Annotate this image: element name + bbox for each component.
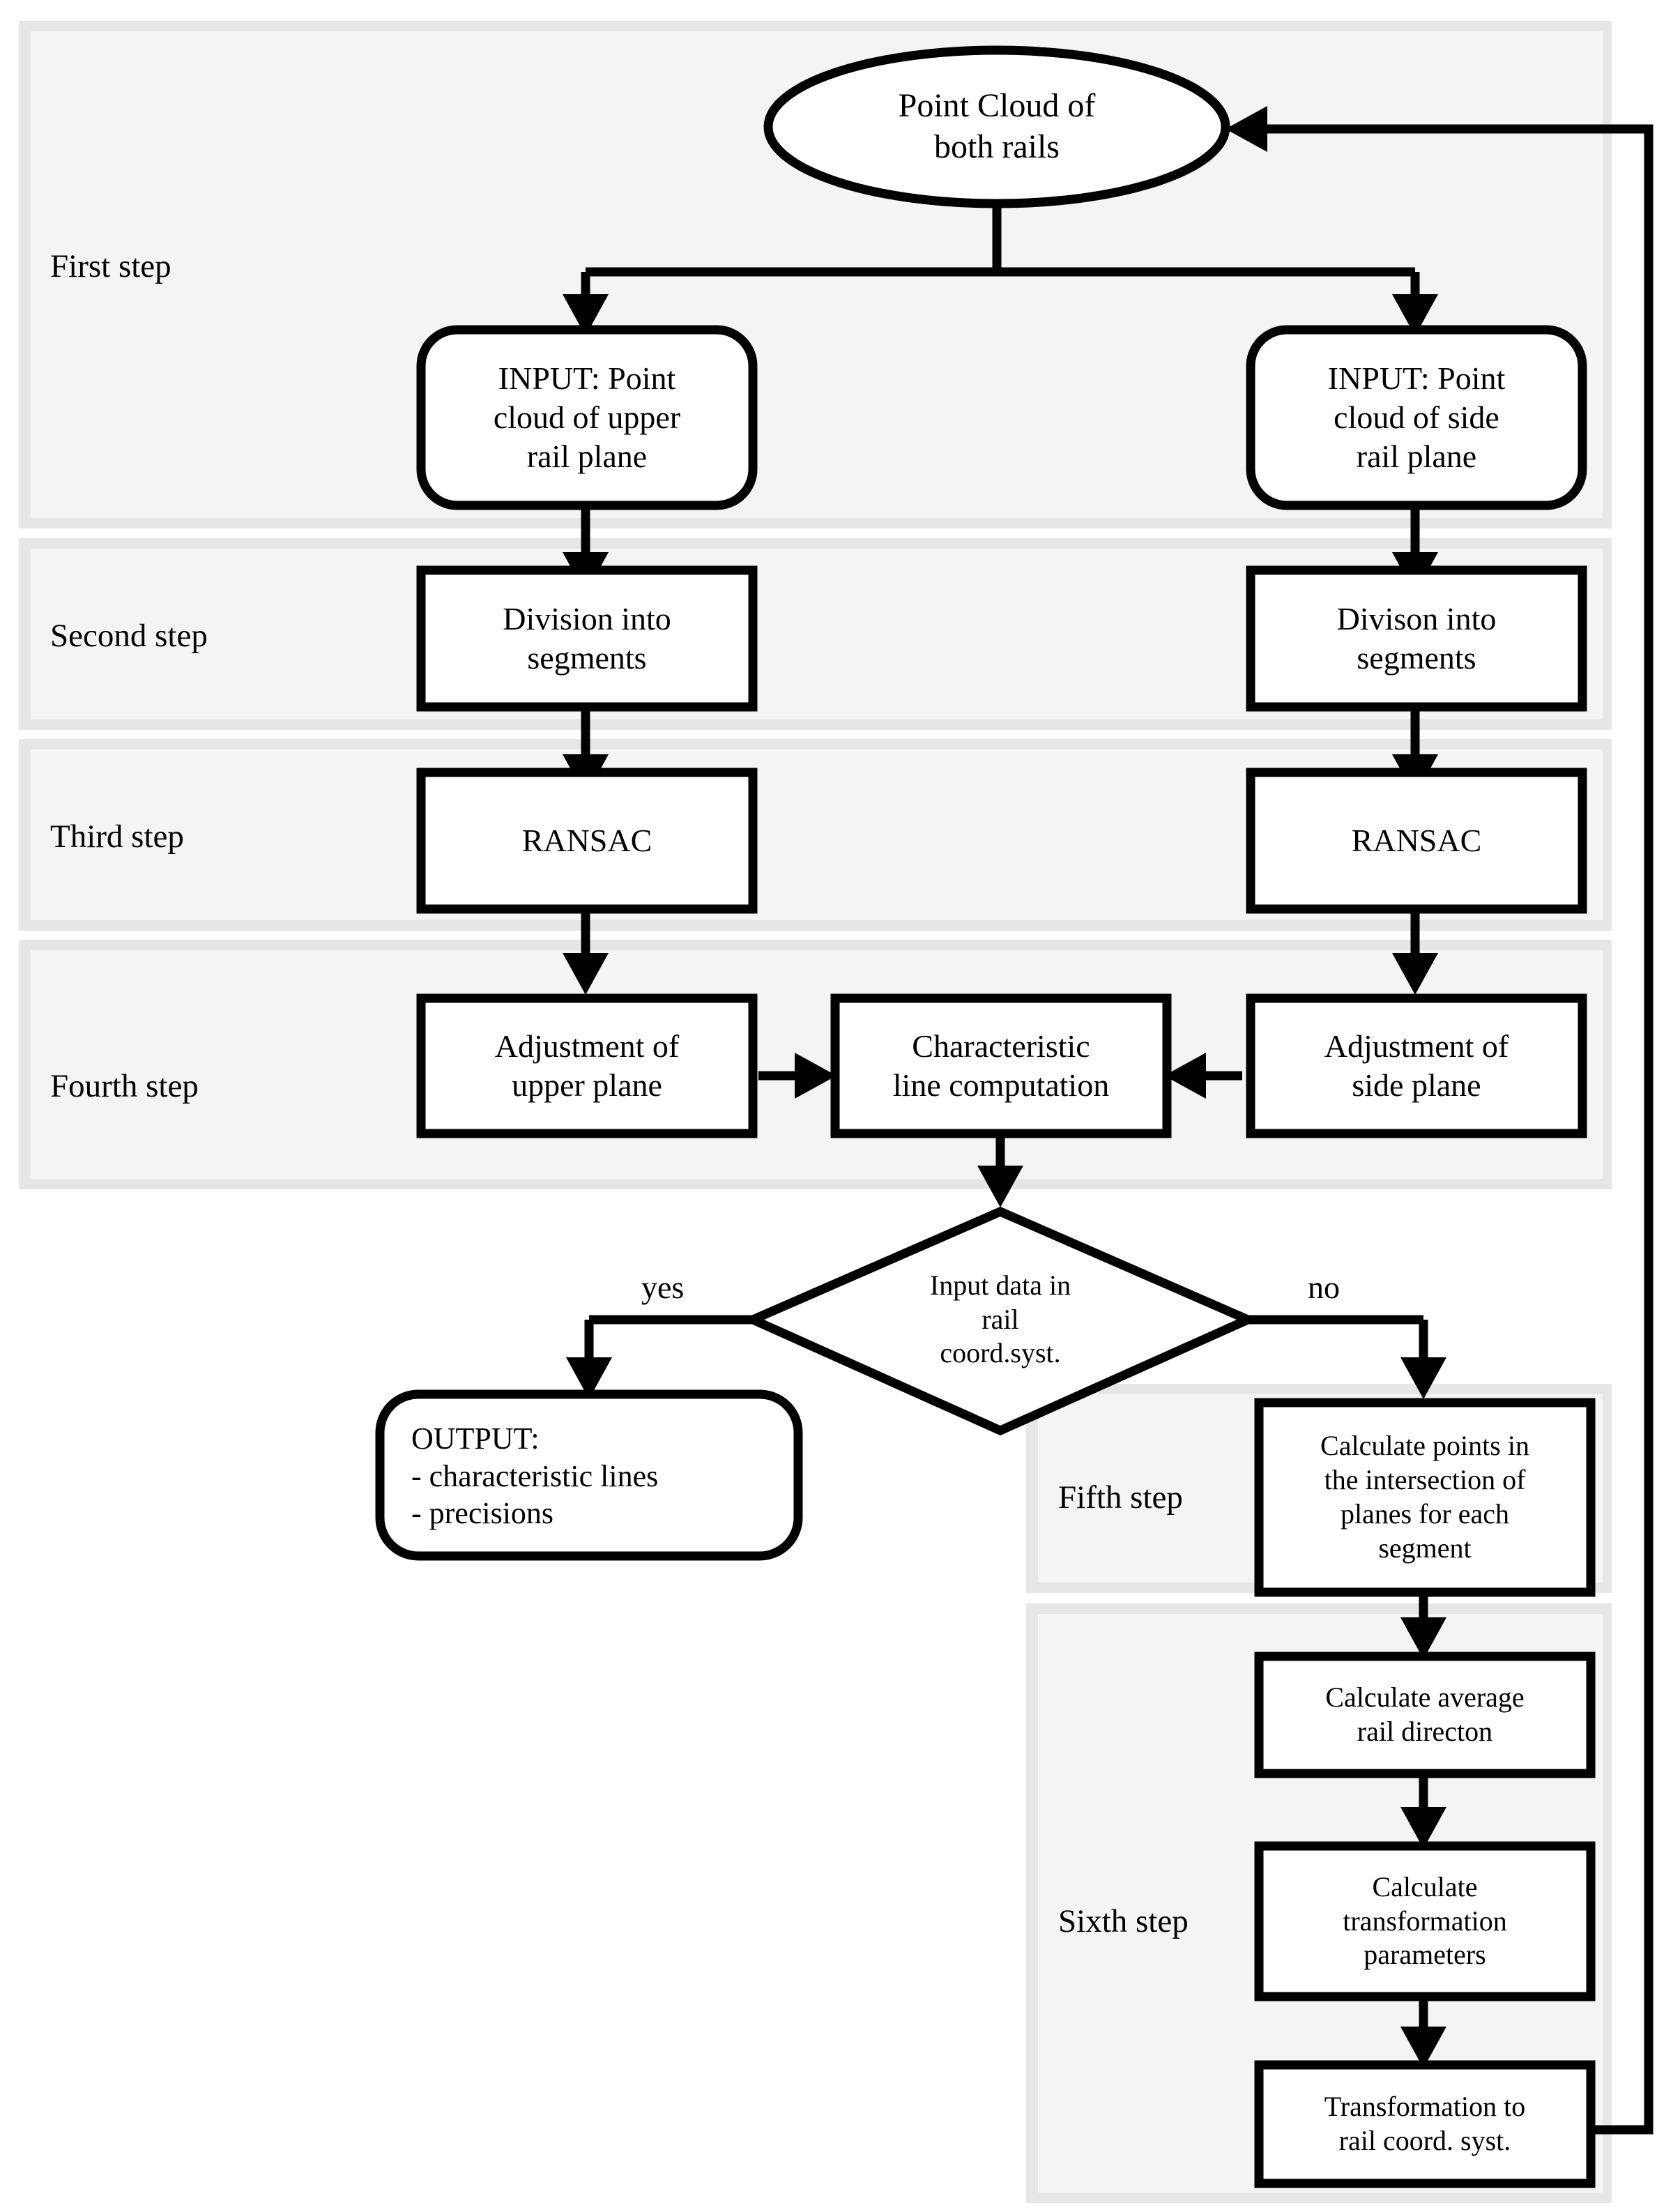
edge-calcavgdir-calctransform [1400, 1774, 1446, 1849]
edge-decision-calcpoints-no [1246, 1315, 1446, 1399]
edge-start-split [563, 195, 1438, 336]
node-input-upper[interactable] [416, 325, 758, 510]
node-input-side[interactable] [1246, 325, 1587, 510]
edge-ransacupper-adjustupper [563, 911, 609, 995]
node-calc-points[interactable] [1254, 1398, 1596, 1597]
step-label-fifth: Fifth step [1058, 1479, 1183, 1516]
edge-adjustside-charline [1164, 1053, 1242, 1099]
edge-ransacside-adjustside [1392, 911, 1438, 995]
node-ransac-upper[interactable] [416, 768, 758, 914]
node-adjust-side[interactable] [1246, 993, 1587, 1138]
step-label-fourth: Fourth step [50, 1068, 199, 1104]
node-output[interactable] [375, 1389, 803, 1561]
edge-decision-output-yes [566, 1315, 755, 1399]
node-decision[interactable] [741, 1206, 1260, 1436]
step-label-sixth: Sixth step [1058, 1903, 1189, 1939]
edge-calctransform-transformtorail [1400, 1998, 1446, 2068]
node-calc-transform[interactable] [1254, 1841, 1596, 2001]
node-division-side[interactable] [1246, 565, 1587, 712]
node-division-upper[interactable] [416, 565, 758, 712]
edge-label-yes: yes [641, 1269, 685, 1305]
node-calc-avg-dir[interactable] [1254, 1652, 1596, 1778]
node-start[interactable] [763, 45, 1230, 208]
step-label-first: First step [50, 248, 171, 284]
step-label-second: Second step [50, 618, 208, 654]
node-adjust-upper[interactable] [416, 993, 758, 1138]
node-ransac-side[interactable] [1246, 768, 1587, 914]
edge-feedback-loop [1225, 106, 1654, 2135]
edge-label-no: no [1308, 1269, 1340, 1305]
node-transform-to-rail[interactable] [1254, 2060, 1596, 2188]
node-char-line[interactable] [830, 993, 1172, 1138]
edge-calcpoints-calcavgdir [1400, 1593, 1446, 1659]
edge-adjustupper-charline [758, 1053, 837, 1099]
step-label-third: Third step [50, 818, 184, 855]
